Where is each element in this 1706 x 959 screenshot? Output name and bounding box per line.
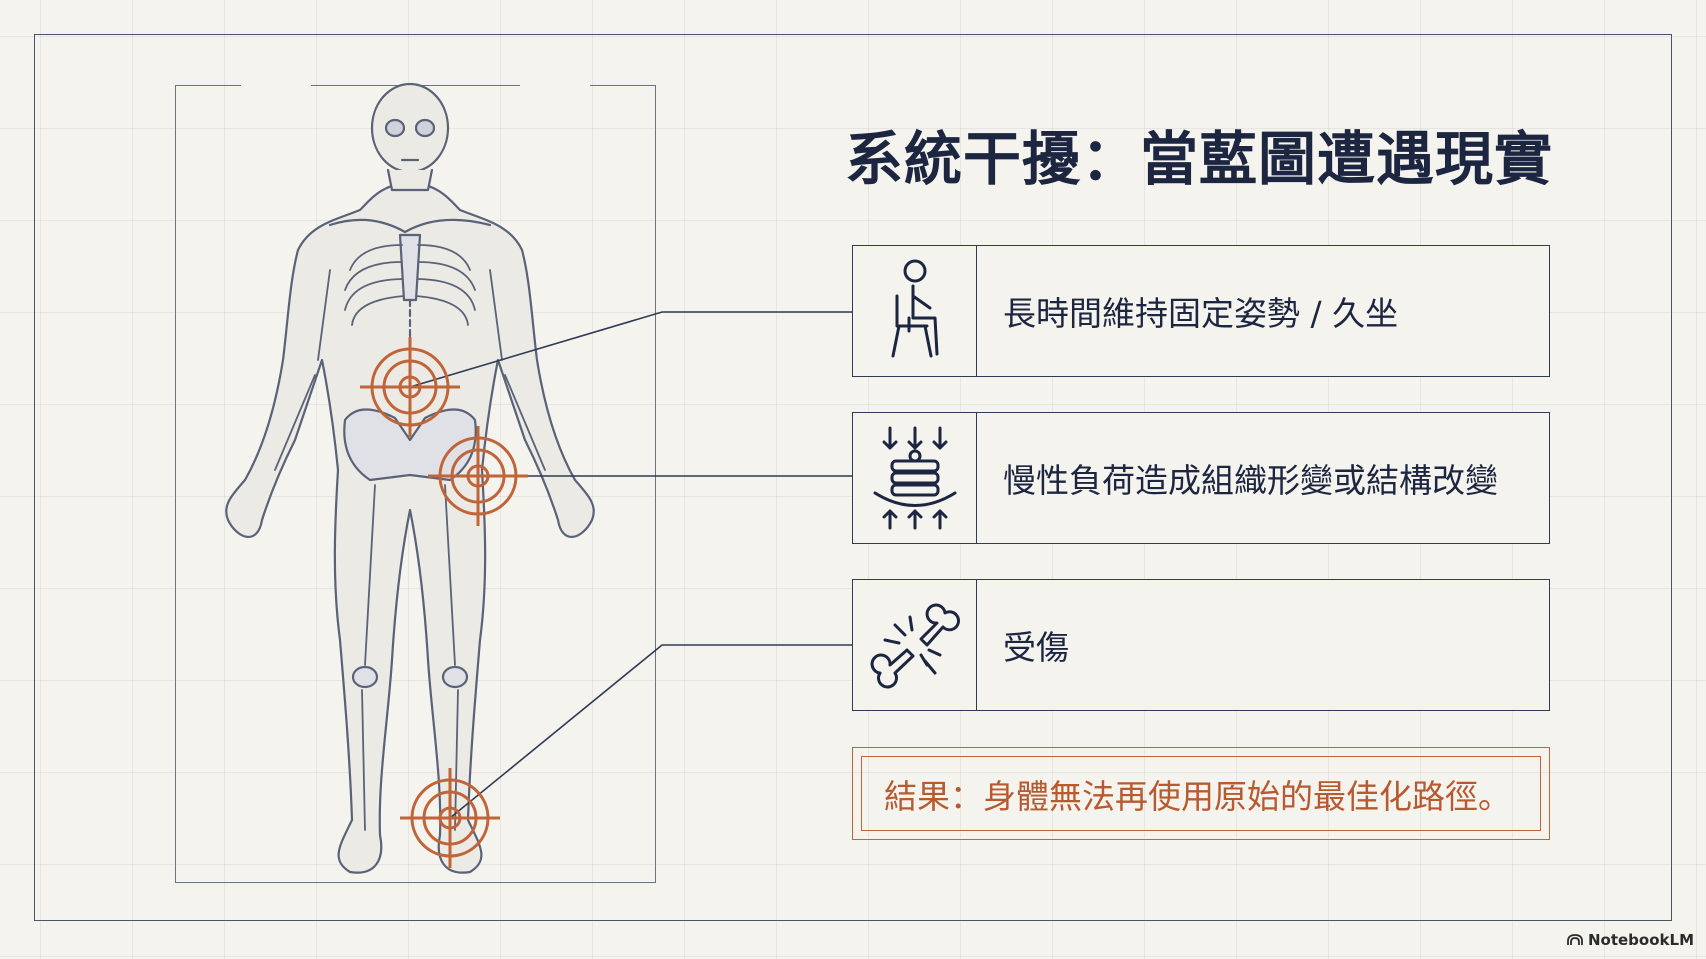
brand-label: NotebookLM [1587, 931, 1694, 949]
result-text: 結果：身體無法再使用原始的最佳化路徑。 [861, 756, 1541, 831]
person-sitting-icon [853, 246, 977, 376]
result-box: 結果：身體無法再使用原始的最佳化路徑。 [852, 747, 1550, 840]
factor-card-injury: 受傷 [852, 579, 1550, 711]
broken-bone-icon [853, 580, 977, 710]
slide-frame [34, 34, 1672, 921]
brand-watermark: NotebookLM [1567, 931, 1694, 949]
factor-text-injury: 受傷 [1003, 628, 1069, 667]
compression-load-icon [853, 413, 977, 543]
slide-title: 系統干擾：當藍圖遭遇現實 [845, 125, 1554, 193]
factor-text-sitting: 長時間維持固定姿勢 / 久坐 [1003, 294, 1399, 333]
connector-lines [409, 311, 852, 819]
target-marker-hip [428, 426, 528, 526]
factor-card-chronic-load: 慢性負荷造成組織形變或結構改變 [852, 412, 1550, 544]
factor-text-chronic-load: 慢性負荷造成組織形變或結構改變 [1003, 461, 1498, 500]
target-marker-ankle [400, 768, 500, 868]
factor-card-sitting: 長時間維持固定姿勢 / 久坐 [852, 245, 1550, 377]
notebooklm-logo-icon [1567, 934, 1583, 945]
target-marker-abdomen [360, 337, 460, 437]
human-skeleton-figure [225, 82, 595, 874]
